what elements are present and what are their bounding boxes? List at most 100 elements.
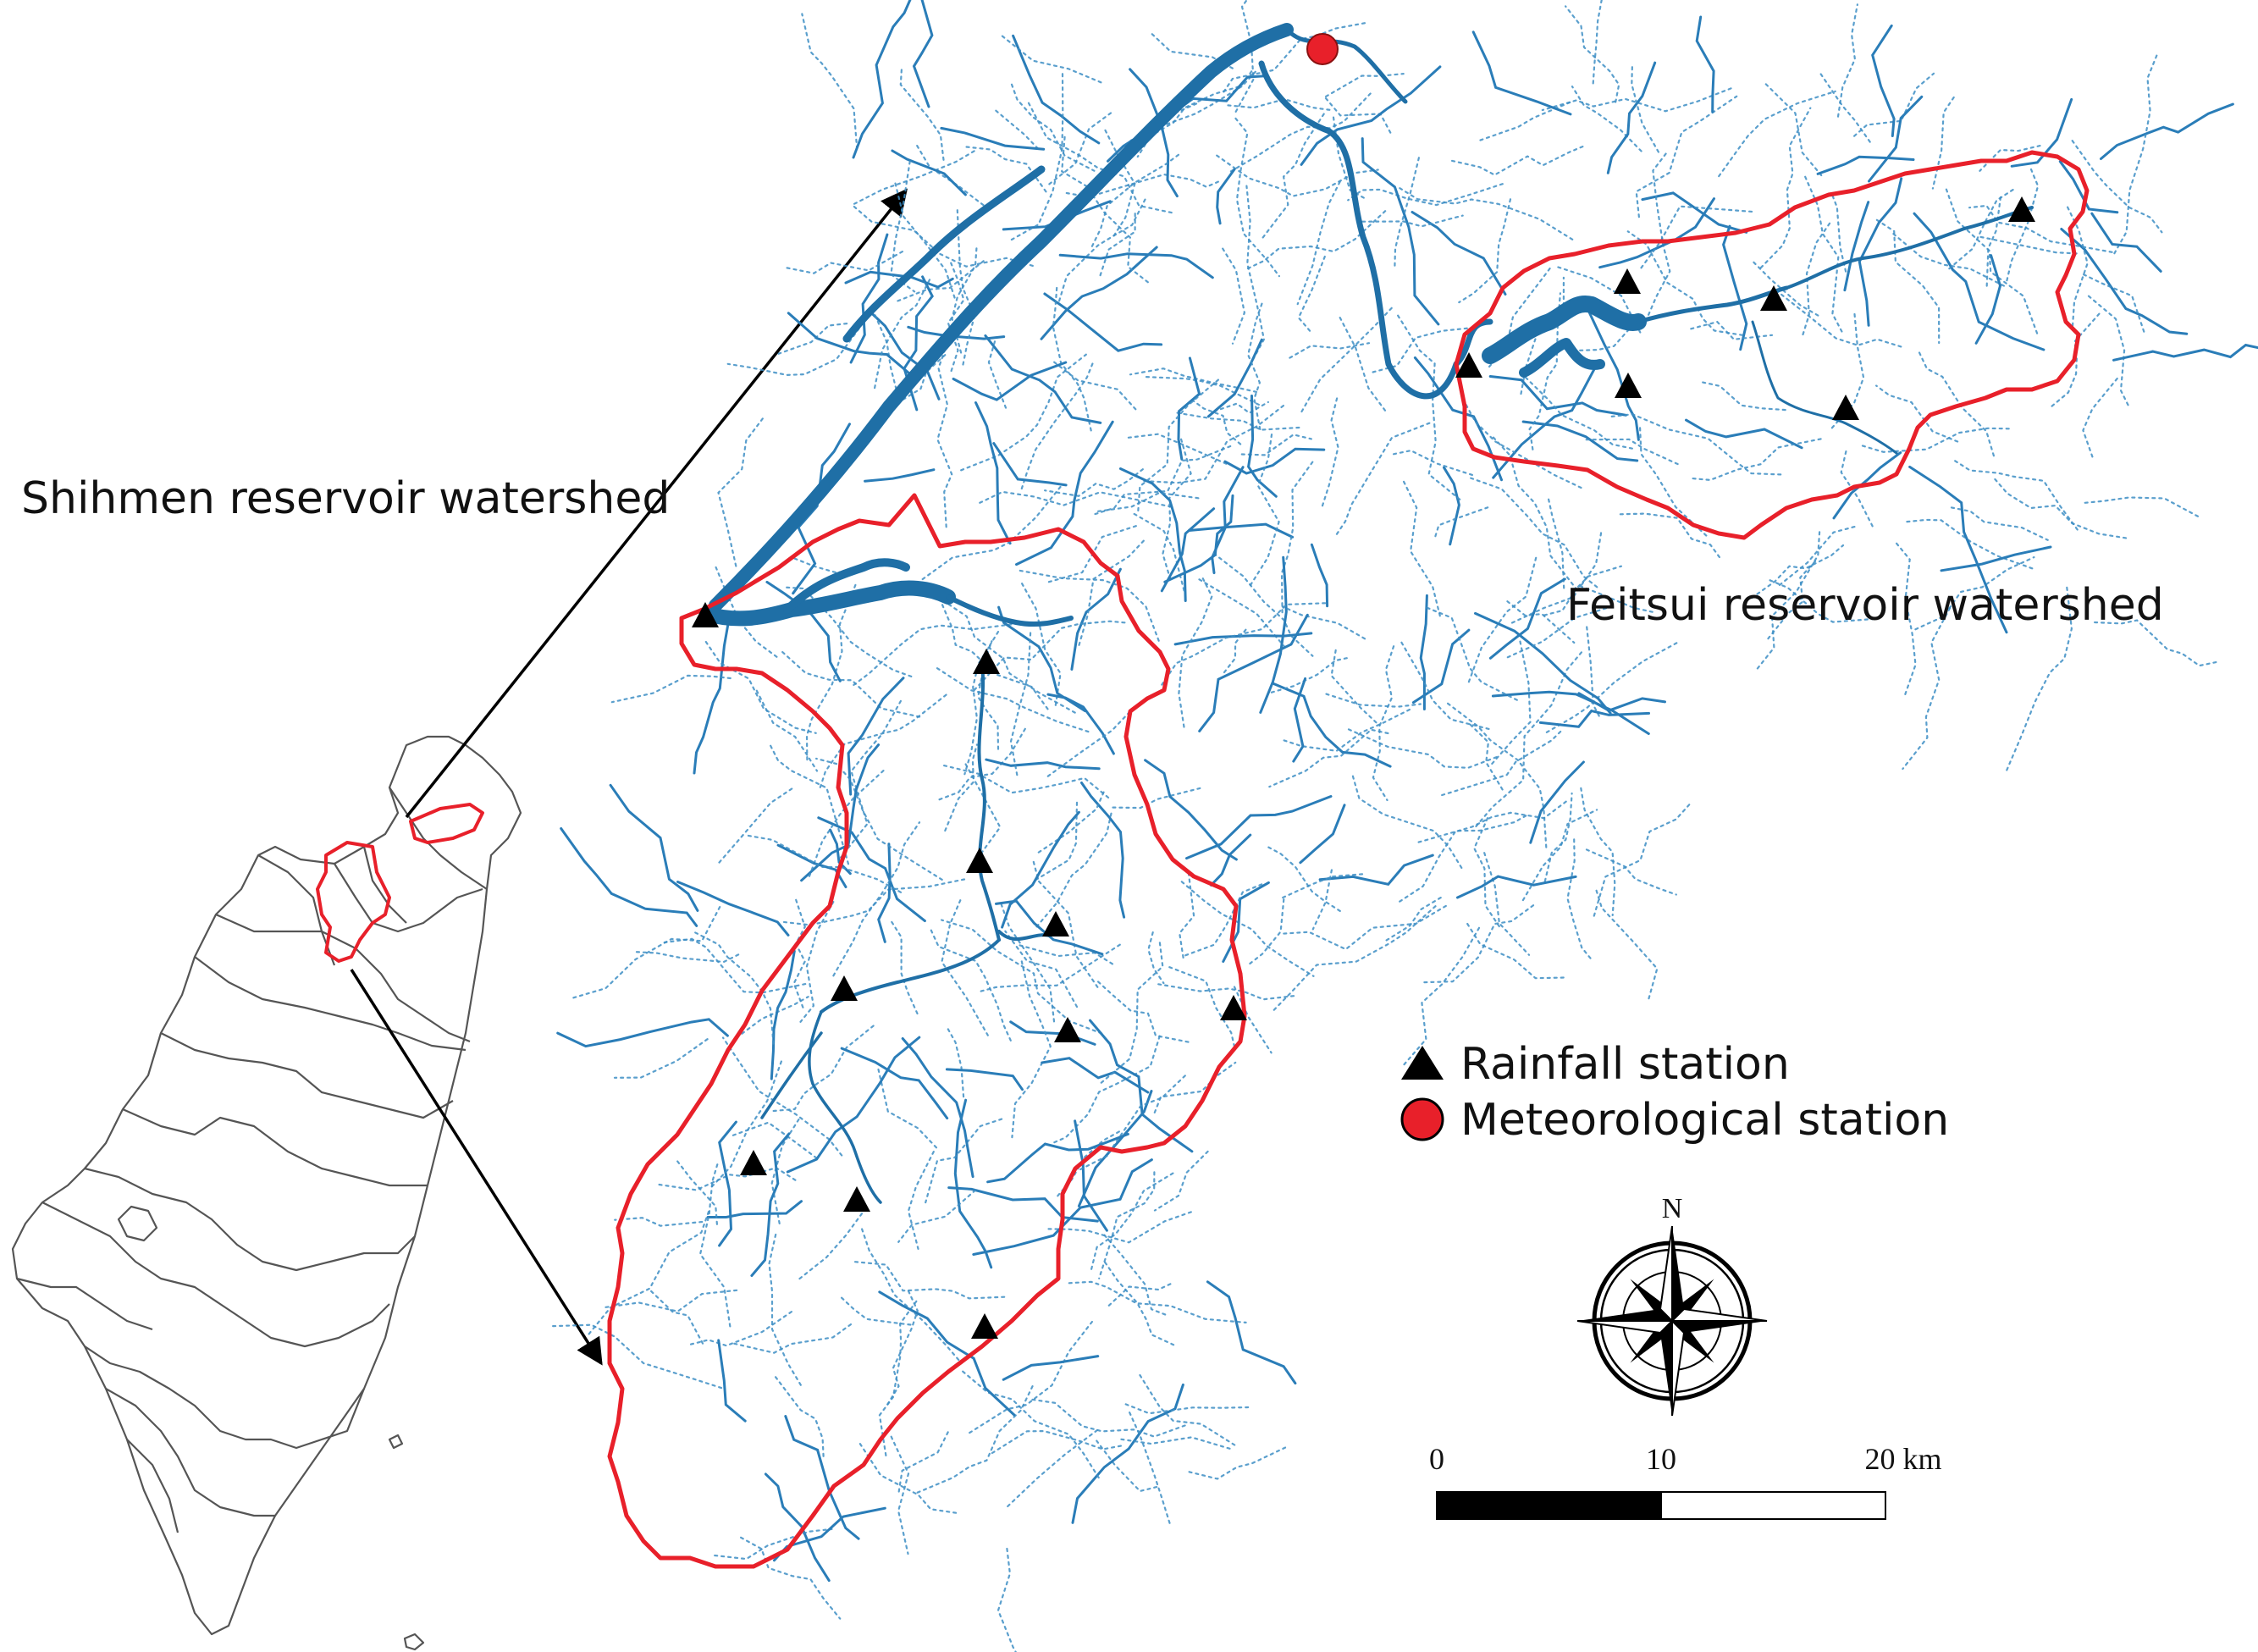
tributary-stream xyxy=(717,1339,747,1423)
tributary-stream xyxy=(832,821,921,977)
tributary-stream xyxy=(891,920,919,1015)
tributary-stream xyxy=(1400,926,1481,1069)
tributary-stream xyxy=(613,1038,709,1079)
scale-bar-black-segment xyxy=(1436,1491,1662,1520)
tributary-stream xyxy=(1119,1436,1231,1450)
tributary-stream xyxy=(2067,206,2089,330)
tributary-stream xyxy=(1213,401,1269,415)
tributary-stream xyxy=(1579,324,1633,351)
tributary-stream xyxy=(1223,21,1367,93)
tributary-stream xyxy=(1477,101,1571,142)
tributary-stream xyxy=(1261,112,1326,239)
tributary-stream xyxy=(1471,30,1572,116)
tributary-stream xyxy=(704,640,817,734)
tributary-stream xyxy=(2006,168,2040,282)
tributary-stream xyxy=(1124,1403,1250,1415)
tributary-stream xyxy=(1840,450,1874,529)
tributary-stream xyxy=(1053,361,1137,411)
tributary-stream xyxy=(1640,205,1755,269)
tributary-stream xyxy=(1483,852,1531,956)
tributary-stream xyxy=(1843,201,1870,292)
tributary-stream xyxy=(1411,211,1507,296)
tributary-stream xyxy=(1009,632,1032,778)
tributary-stream xyxy=(1015,420,1114,566)
tributary-stream xyxy=(768,1233,803,1389)
tributary-stream xyxy=(1598,197,1715,269)
tributary-stream xyxy=(1099,211,1136,277)
tributary-stream xyxy=(1444,701,1548,848)
tributary-stream xyxy=(1272,682,1392,768)
tributary-stream xyxy=(1606,61,1657,174)
tributary-stream xyxy=(1931,96,1955,190)
tributary-stream xyxy=(1246,210,1387,270)
tributary-stream xyxy=(1394,157,1420,268)
legend-rainfall-label: Rainfall station xyxy=(1460,1039,1790,1090)
tributary-stream xyxy=(1019,944,1115,966)
tributary-stream xyxy=(1585,848,1677,896)
shihmen-reservoir xyxy=(699,580,956,627)
tributary-stream xyxy=(1047,1209,1196,1244)
tributary-stream xyxy=(847,677,905,796)
tributary-stream xyxy=(1769,579,1878,623)
tributary-stream xyxy=(815,757,943,881)
tributary-stream xyxy=(1543,792,1573,882)
tributary-stream xyxy=(747,834,905,895)
tributary-stream xyxy=(972,1158,1153,1256)
tributary-stream xyxy=(1917,349,1995,457)
tributary-stream xyxy=(1631,62,1659,153)
tributary-stream xyxy=(1149,31,1234,69)
tributary-stream xyxy=(919,485,1062,582)
tributary-stream xyxy=(796,1207,867,1282)
tributary-stream xyxy=(2094,619,2219,667)
tributary-stream xyxy=(986,1132,1129,1184)
tributary-stream xyxy=(1764,82,1823,177)
tributary-stream xyxy=(890,1435,910,1555)
tributary-stream xyxy=(1273,905,1437,1011)
tributary-stream xyxy=(1027,102,1176,215)
tributary-stream xyxy=(710,1059,783,1188)
rainfall-station-marker xyxy=(1614,268,1641,294)
tributary-stream xyxy=(1070,567,1122,671)
feitsui-reservoir xyxy=(1482,296,1647,364)
tributary-stream xyxy=(1593,802,1692,917)
tributary-stream xyxy=(718,787,794,864)
tributary-stream xyxy=(901,1037,974,1179)
tributary-stream xyxy=(853,150,976,205)
tributary-stream xyxy=(604,1289,738,1312)
tributary-stream xyxy=(1994,478,2128,539)
tributary-stream xyxy=(676,1160,718,1225)
tributary-stream xyxy=(1137,378,1219,515)
tributary-stream xyxy=(1139,1373,1237,1447)
tributary-stream xyxy=(1914,556,2035,631)
tributary-stream xyxy=(1281,605,1366,640)
tributary-stream xyxy=(897,1189,977,1243)
tributary-stream xyxy=(571,906,721,1000)
tributary-stream xyxy=(1168,966,1236,1050)
tributary-stream xyxy=(840,1296,912,1326)
tributary-stream xyxy=(903,275,934,412)
tributary-stream xyxy=(1690,320,1774,340)
rainfall-station-marker xyxy=(1615,373,1642,398)
tributary-stream xyxy=(775,1376,825,1457)
scale-bar: 0 10 20 km xyxy=(1429,1442,1942,1520)
tributary-stream xyxy=(1127,433,1228,466)
tributary-stream xyxy=(1492,366,1597,479)
zoom-arrow-south xyxy=(350,969,603,1366)
tributary-stream xyxy=(1395,312,1461,500)
tributary-stream xyxy=(1046,112,1112,187)
tributary-stream xyxy=(1372,645,1395,802)
rainfall-station-marker xyxy=(692,602,719,627)
tributary-stream xyxy=(974,401,1012,545)
tributary-stream xyxy=(850,202,1034,268)
tributary-stream xyxy=(1143,402,1288,484)
tributary-stream xyxy=(947,1028,965,1098)
legend-meteorological-label: Meteorological station xyxy=(1460,1095,1949,1146)
tributary-stream xyxy=(1041,1057,1150,1094)
tributary-stream xyxy=(1292,677,1307,763)
tributary-stream xyxy=(1229,91,1372,173)
tributary-stream xyxy=(1210,833,1252,887)
tributary-stream xyxy=(877,843,892,943)
tributary-stream xyxy=(1162,438,1192,581)
tributary-stream xyxy=(800,743,881,882)
tributary-stream xyxy=(1685,418,1803,450)
